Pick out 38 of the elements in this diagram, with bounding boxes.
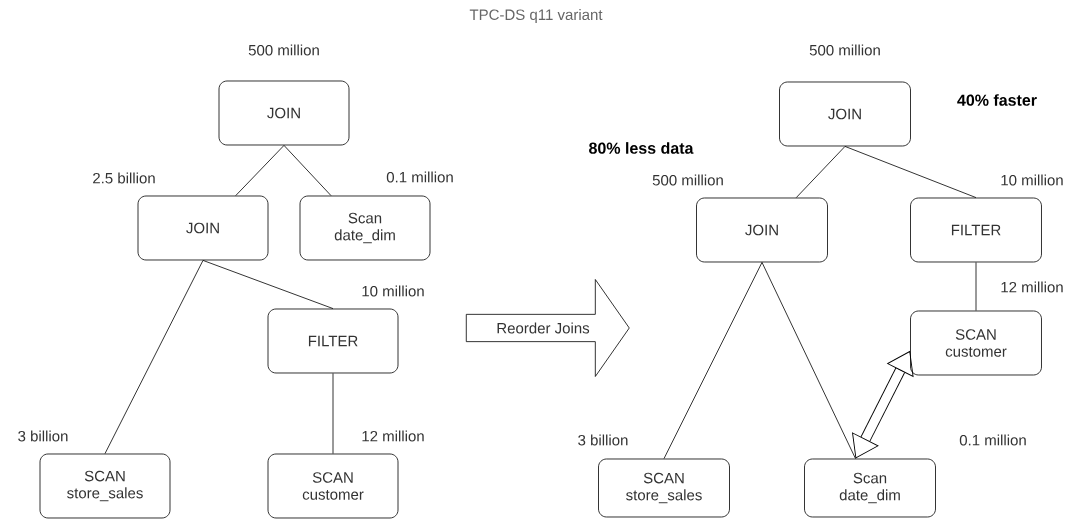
- operator-box: Scan date_dim: [299, 195, 431, 261]
- operator-box: FILTER: [267, 308, 399, 374]
- row-count: 3 billion: [578, 434, 628, 446]
- double-arrow: [852, 351, 914, 459]
- operator-box: Scan date_dim: [804, 458, 936, 518]
- operator-box: SCAN customer: [267, 453, 399, 519]
- row-count: 10 million: [362, 285, 424, 297]
- tree-edge: [663, 262, 763, 459]
- diagram-title: TPC-DS q11 variant: [469, 9, 603, 23]
- operator-box: FILTER: [910, 197, 1042, 263]
- operator-box: JOIN: [779, 81, 911, 147]
- row-count: 0.1 million: [386, 171, 453, 183]
- row-count: 500 million: [248, 44, 319, 56]
- note-text: 40% faster: [957, 94, 1037, 106]
- row-count: 12 million: [362, 430, 424, 442]
- row-count: 0.1 million: [959, 434, 1026, 446]
- row-count: 3 billion: [18, 430, 68, 442]
- tree-edge: [844, 146, 977, 198]
- operator-box: JOIN: [218, 80, 350, 146]
- operator-box: SCAN customer: [910, 310, 1042, 376]
- tree-edge: [761, 262, 856, 459]
- operator-box: SCAN store_sales: [39, 453, 171, 519]
- row-count: 2.5 billion: [93, 172, 155, 184]
- note-text: 80% less data: [589, 142, 694, 154]
- tree-edge: [202, 260, 334, 309]
- tree-edge: [795, 146, 846, 198]
- tree-edge: [235, 145, 285, 196]
- operator-box: JOIN: [696, 197, 828, 263]
- tree-edge: [975, 262, 977, 311]
- operator-box: SCAN store_sales: [598, 458, 730, 518]
- tree-edge: [332, 373, 334, 454]
- tree-edge: [283, 145, 332, 196]
- row-count: 12 million: [1001, 281, 1063, 293]
- row-count: 500 million: [652, 174, 723, 186]
- row-count: 10 million: [1001, 174, 1063, 186]
- row-count: 500 million: [809, 44, 880, 56]
- tree-edge: [104, 260, 204, 454]
- operator-box: JOIN: [137, 195, 269, 261]
